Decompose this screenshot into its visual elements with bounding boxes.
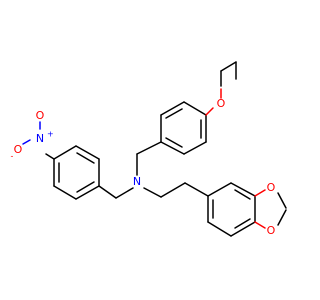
bond — [160, 182, 186, 198]
bond — [205, 107, 214, 116]
bond — [230, 182, 256, 197]
bond — [136, 141, 162, 155]
bond — [234, 189, 251, 200]
ethoxy-oxygen-label: O — [217, 97, 226, 110]
amine-nitrogen-label: N — [133, 175, 141, 188]
bond — [277, 192, 287, 209]
bond — [234, 218, 251, 229]
nitro-oxygen-minus-label: O — [14, 143, 23, 156]
bond — [207, 221, 232, 237]
bond — [183, 141, 207, 155]
bond — [254, 221, 266, 229]
nitrophenyl-ring — [22, 121, 100, 200]
nitro-nitrogen-label: N — [36, 132, 44, 145]
atom-labels: O N O N + O - O O — [11, 97, 276, 237]
bond — [45, 153, 55, 160]
bond — [53, 185, 77, 200]
bond — [98, 185, 117, 199]
bond — [254, 189, 266, 197]
bond — [230, 221, 256, 237]
bond — [53, 145, 77, 160]
ethoxyphenyl-ring — [160, 101, 214, 155]
bond — [277, 209, 287, 226]
dioxole-oxygen-bottom-label: O — [267, 224, 276, 237]
bond — [75, 145, 100, 160]
bond — [160, 141, 185, 155]
bond — [207, 182, 232, 197]
bond — [184, 182, 209, 197]
bond — [160, 101, 185, 116]
bond — [143, 187, 162, 198]
bond — [183, 101, 207, 116]
ethoxy-group — [220, 61, 237, 99]
nitro-oxygen-top-label: O — [36, 109, 45, 122]
structure-diagram: O N O N + O - O O — [0, 0, 300, 300]
bond — [115, 187, 134, 199]
phenethyl-benzodioxole — [184, 182, 287, 237]
bond — [165, 108, 183, 119]
background — [0, 0, 300, 300]
dioxole-oxygen-top-label: O — [267, 181, 276, 194]
n-substituent-bonds — [98, 141, 186, 199]
nitro-minus-charge: - — [11, 152, 14, 161]
bond — [76, 181, 95, 193]
bond — [75, 185, 100, 200]
bond — [220, 61, 237, 72]
nitro-plus-charge: + — [47, 130, 54, 139]
bond — [76, 152, 95, 164]
bond — [165, 137, 183, 148]
bond — [22, 139, 31, 145]
